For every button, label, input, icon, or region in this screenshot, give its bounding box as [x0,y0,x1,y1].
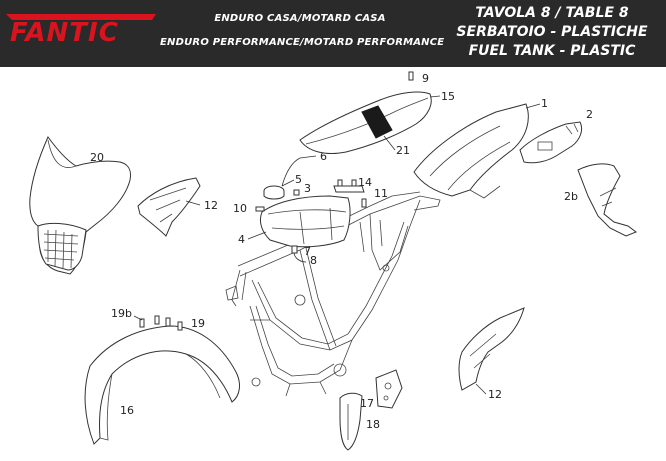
callout-16: 16 [120,404,134,417]
side-panel-left [137,177,201,237]
front-fender [84,325,240,445]
callout-14: 14 [358,176,372,189]
logo-text: FANTIC [10,18,119,44]
tank-screw [255,206,265,212]
side-panel-right [458,307,525,391]
model-line-2: ENDURO PERFORMANCE/MOTARD PERFORMANCE [160,37,445,48]
callout-20: 20 [90,151,104,164]
callout-19: 19 [191,317,205,330]
callout-12-top: 12 [204,199,218,212]
exploded-parts-diagram: 20 12 16 19b 19 [0,67,666,461]
chain-guard [339,392,363,451]
callout-8: 8 [310,254,317,267]
callout-11: 11 [374,187,388,200]
bracket-bolt [361,198,367,208]
tank-bracket [333,179,365,193]
breather-hose [281,155,317,187]
header-bar: FANTIC ENDURO CASA/MOTARD CASA ENDURO PE… [0,0,666,67]
callout-9: 9 [422,72,429,85]
fuel-cap [263,185,285,200]
callout-10: 10 [233,202,247,215]
title-english: FUEL TANK - PLASTIC [468,43,636,59]
callout-4: 4 [238,233,245,246]
headlight-fairing [29,136,131,275]
model-line-1: ENDURO CASA/MOTARD CASA [214,13,386,24]
callout-1: 1 [541,97,548,110]
seat [299,91,432,154]
callout-6: 6 [320,150,327,163]
table-title: TAVOLA 8 / TABLE 8 [475,5,629,21]
title-italian: SERBATOIO - PLASTICHE [456,24,648,40]
callout-5: 5 [295,173,302,186]
callout-3: 3 [304,182,311,195]
tail-light [519,121,583,164]
callout-21: 21 [396,144,410,157]
frame-guard-plate [375,369,403,409]
rear-fender [413,103,529,199]
fantic-logo: FANTIC [6,14,156,44]
callout-15: 15 [441,90,455,103]
callout-12-bottom: 12 [488,388,502,401]
callout-17: 17 [360,397,374,410]
tank-fitting [293,189,300,196]
callout-19b: 19b [111,307,132,320]
callout-7: 7 [304,245,311,258]
callout-2: 2 [586,108,593,121]
callout-18: 18 [366,418,380,431]
license-plate-holder [577,163,638,237]
tank-hoses [291,245,307,263]
fender-screws [139,315,183,331]
seat-screw [408,71,414,81]
callout-2b: 2b [564,190,578,203]
fuel-tank [259,195,351,248]
